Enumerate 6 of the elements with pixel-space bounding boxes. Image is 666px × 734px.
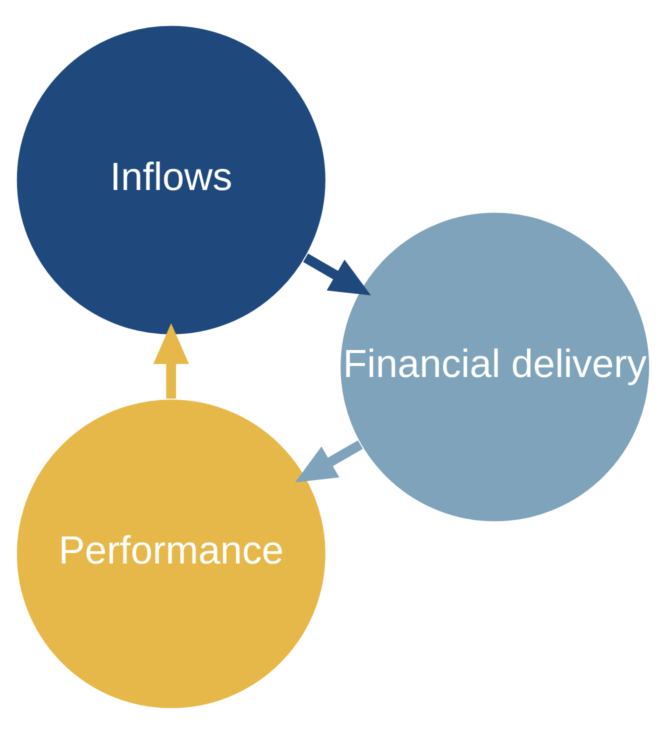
arrow	[295, 440, 363, 482]
node-circle: Financial delivery	[338, 210, 652, 524]
node-circle: Performance	[14, 398, 328, 710]
node-circle: Inflows	[14, 24, 328, 336]
arrow	[303, 254, 371, 296]
arrow	[153, 323, 189, 399]
